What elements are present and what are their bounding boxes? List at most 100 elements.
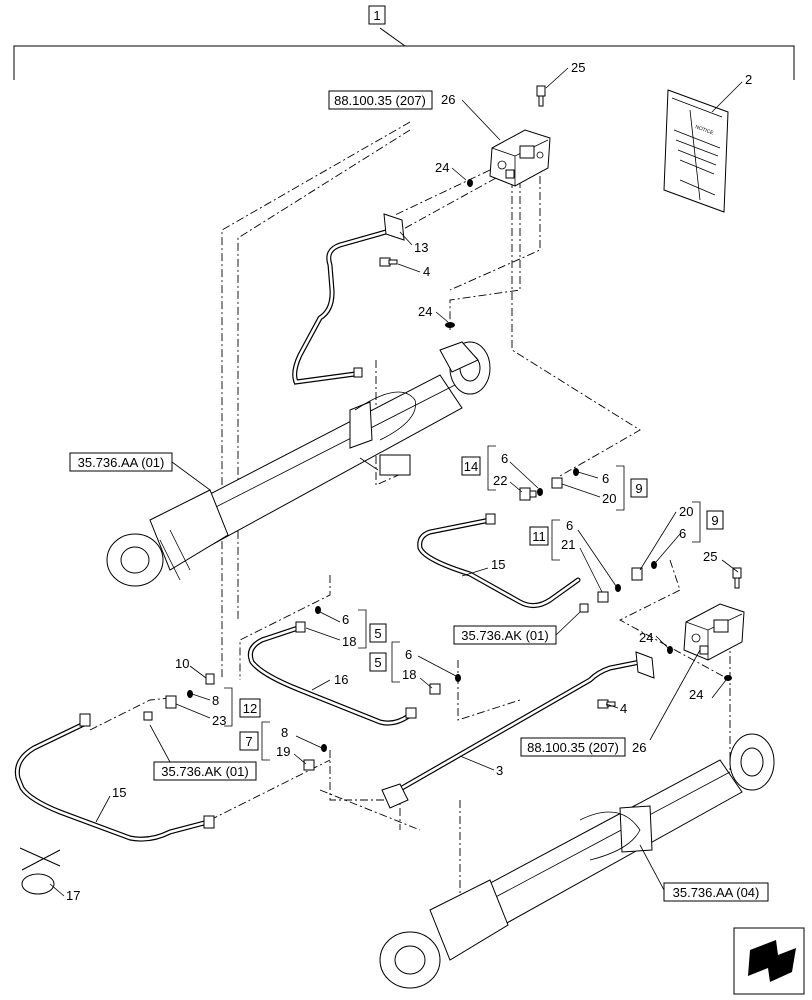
callout-6e: 6 (319, 611, 349, 627)
o-ring-24-bottom-a (667, 646, 673, 654)
svg-text:11: 11 (532, 529, 546, 544)
hydraulic-cylinder-lower (379, 733, 775, 989)
callout-6f: 6 (405, 647, 457, 677)
ref-top-valve[interactable]: 88.100.35 (207) (328, 90, 433, 110)
callout-16: 16 (311, 672, 348, 691)
callout-6a: 6 (501, 451, 539, 489)
tube-16 (247, 621, 417, 726)
callout-15-middle: 15 (461, 557, 505, 577)
fittings-kit-5-upper (315, 606, 321, 614)
svg-text:24: 24 (418, 304, 432, 319)
kit-12: 12 (224, 687, 261, 727)
svg-text:25: 25 (571, 60, 585, 75)
o-ring-24-top (467, 179, 473, 187)
ref-ak-middle[interactable]: 35.736.AK (01) (453, 611, 581, 645)
svg-text:23: 23 (212, 713, 226, 728)
callout-22: 22 (493, 473, 523, 493)
ref-bottom-valve[interactable]: 88.100.35 (207) (520, 737, 626, 757)
svg-text:35.736.AA (01): 35.736.AA (01) (78, 455, 165, 470)
svg-text:9: 9 (711, 513, 718, 528)
callout-23: 23 (175, 703, 226, 728)
svg-text:18: 18 (402, 667, 416, 682)
callout-8a: 8 (191, 693, 219, 708)
svg-text:25: 25 (703, 549, 717, 564)
callout-4-bottom: 4 (605, 701, 627, 716)
ref-ak-left[interactable]: 35.736.AK (01) (149, 724, 257, 781)
kit-5-upper: 5 (358, 609, 387, 649)
valve-block-top (489, 129, 551, 187)
svg-text:8: 8 (212, 693, 219, 708)
callout-10: 10 (175, 656, 207, 679)
service-book: NOTICE (663, 89, 729, 213)
svg-text:22: 22 (493, 473, 507, 488)
fittings-kit-9-lower (631, 561, 657, 581)
callout-3: 3 (459, 755, 503, 778)
tube-15-middle (417, 513, 581, 608)
svg-text:18: 18 (342, 634, 356, 649)
fittings-kit-9-upper (551, 468, 579, 489)
svg-text:14: 14 (464, 459, 478, 474)
svg-text:19: 19 (276, 744, 290, 759)
svg-text:6: 6 (566, 518, 573, 533)
callout-15-left: 15 (95, 785, 126, 823)
svg-text:10: 10 (175, 656, 189, 671)
kit-14: 14 (461, 445, 496, 491)
svg-text:4: 4 (620, 701, 627, 716)
svg-text:88.100.35 (207): 88.100.35 (207) (527, 740, 619, 755)
callout-24-bottom-a: 24 (639, 630, 669, 649)
callout-19: 19 (276, 744, 307, 765)
callout-18a: 18 (305, 627, 356, 649)
callout-17: 17 (49, 883, 80, 903)
svg-text:26: 26 (632, 740, 646, 755)
svg-text:26: 26 (441, 92, 455, 107)
svg-text:12: 12 (243, 701, 257, 716)
kit-7: 7 (239, 721, 270, 761)
svg-text:15: 15 (491, 557, 505, 572)
svg-text:17: 17 (66, 888, 80, 903)
callout-13: 13 (399, 231, 428, 255)
svg-text:24: 24 (689, 687, 703, 702)
fittings-kit-5-lower (429, 674, 461, 695)
ref-cylinder-bottom[interactable]: 35.736.AA (04) (639, 844, 769, 902)
callout-24-mid: 24 (418, 304, 449, 323)
tube-15-left (14, 713, 215, 842)
tube-3 (381, 651, 655, 809)
kit-5-lower: 5 (369, 641, 400, 683)
callout-6b: 6 (577, 471, 609, 486)
navigation-arrow-icon[interactable] (733, 927, 805, 995)
svg-text:6: 6 (679, 526, 686, 541)
assembly-number: 1 (373, 8, 380, 23)
kit-9-lower: 9 (692, 501, 724, 543)
bolt-4-top (379, 257, 398, 267)
svg-text:6: 6 (602, 471, 609, 486)
svg-text:6: 6 (342, 612, 349, 627)
callout-6c: 6 (655, 526, 686, 563)
svg-text:5: 5 (374, 655, 381, 670)
callout-2: 2 (711, 72, 752, 113)
svg-text:21: 21 (561, 537, 575, 552)
svg-text:13: 13 (414, 240, 428, 255)
svg-text:24: 24 (435, 160, 449, 175)
fittings-kit-14 (519, 487, 543, 501)
svg-text:3: 3 (496, 763, 503, 778)
svg-text:35.736.AA (04): 35.736.AA (04) (673, 885, 760, 900)
svg-text:2: 2 (745, 72, 752, 87)
bolt-25-bottom (732, 567, 742, 589)
callout-26-top: 26 (441, 92, 501, 141)
bolt-25-top (536, 85, 546, 107)
ref-cylinder-left[interactable]: 35.736.AA (01) (69, 452, 211, 491)
assembly-bracket: 1 (13, 5, 795, 80)
svg-text:8: 8 (281, 725, 288, 740)
callout-24-bottom-b: 24 (689, 679, 727, 702)
callout-6d: 6 (566, 518, 617, 587)
fittings-kit-12 (143, 673, 215, 721)
callout-25-top: 25 (545, 60, 585, 89)
callout-20b: 20 (639, 504, 693, 571)
svg-text:20: 20 (679, 504, 693, 519)
svg-text:6: 6 (501, 451, 508, 466)
callout-21: 21 (561, 537, 603, 593)
callout-24-top: 24 (435, 160, 467, 181)
kit-11: 11 (529, 519, 560, 561)
callout-26-bottom: 26 (632, 649, 701, 755)
